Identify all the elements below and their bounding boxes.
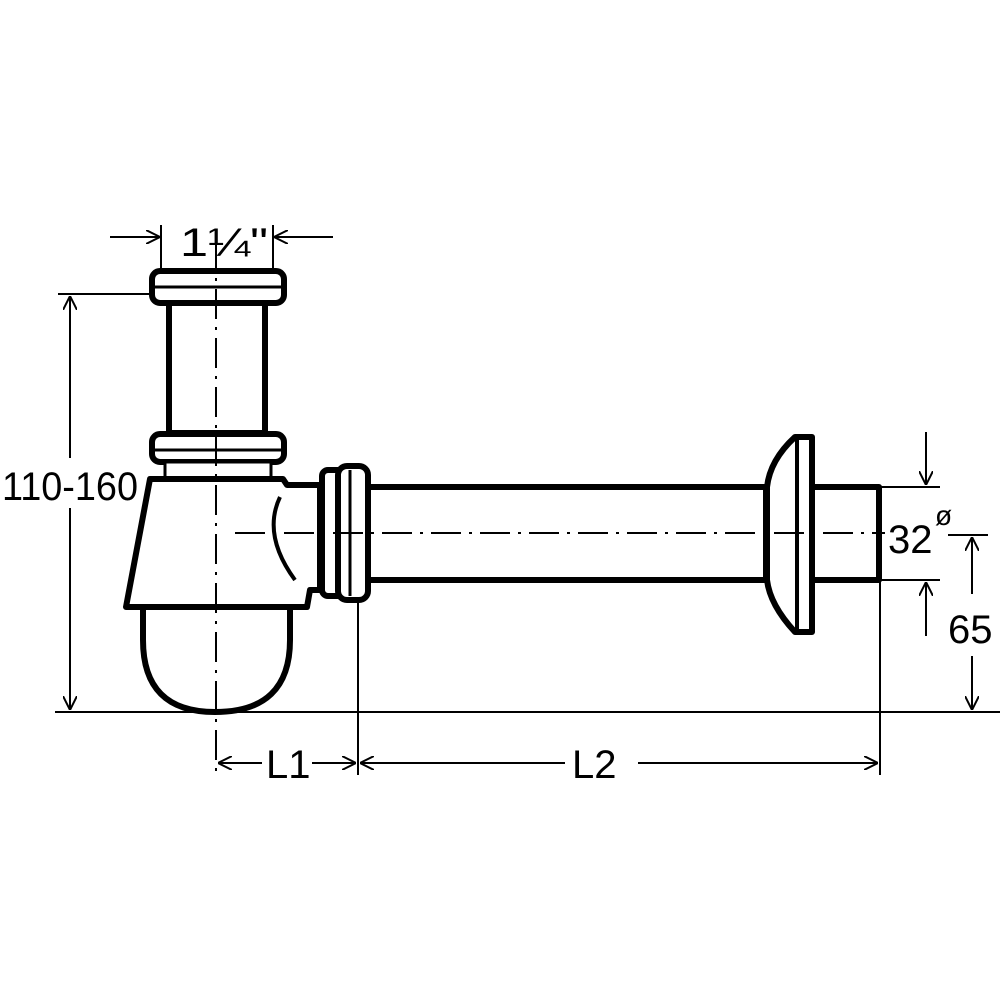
trap (123, 268, 882, 715)
center-lines (215, 240, 885, 775)
diameter-symbol: ø (935, 500, 952, 531)
dimension-lines (58, 225, 988, 775)
lower-coupler (149, 431, 287, 465)
label-outlet-height: 65 (948, 608, 993, 652)
label-l2: L2 (572, 743, 617, 787)
label-thread-size: 1¼" (180, 221, 268, 265)
label-l1: L1 (266, 743, 311, 787)
trap-body (123, 476, 323, 610)
label-pipe-diameter: 32 (888, 518, 933, 562)
label-height-range: 110-160 (2, 465, 138, 509)
wall-rosette (764, 434, 815, 635)
